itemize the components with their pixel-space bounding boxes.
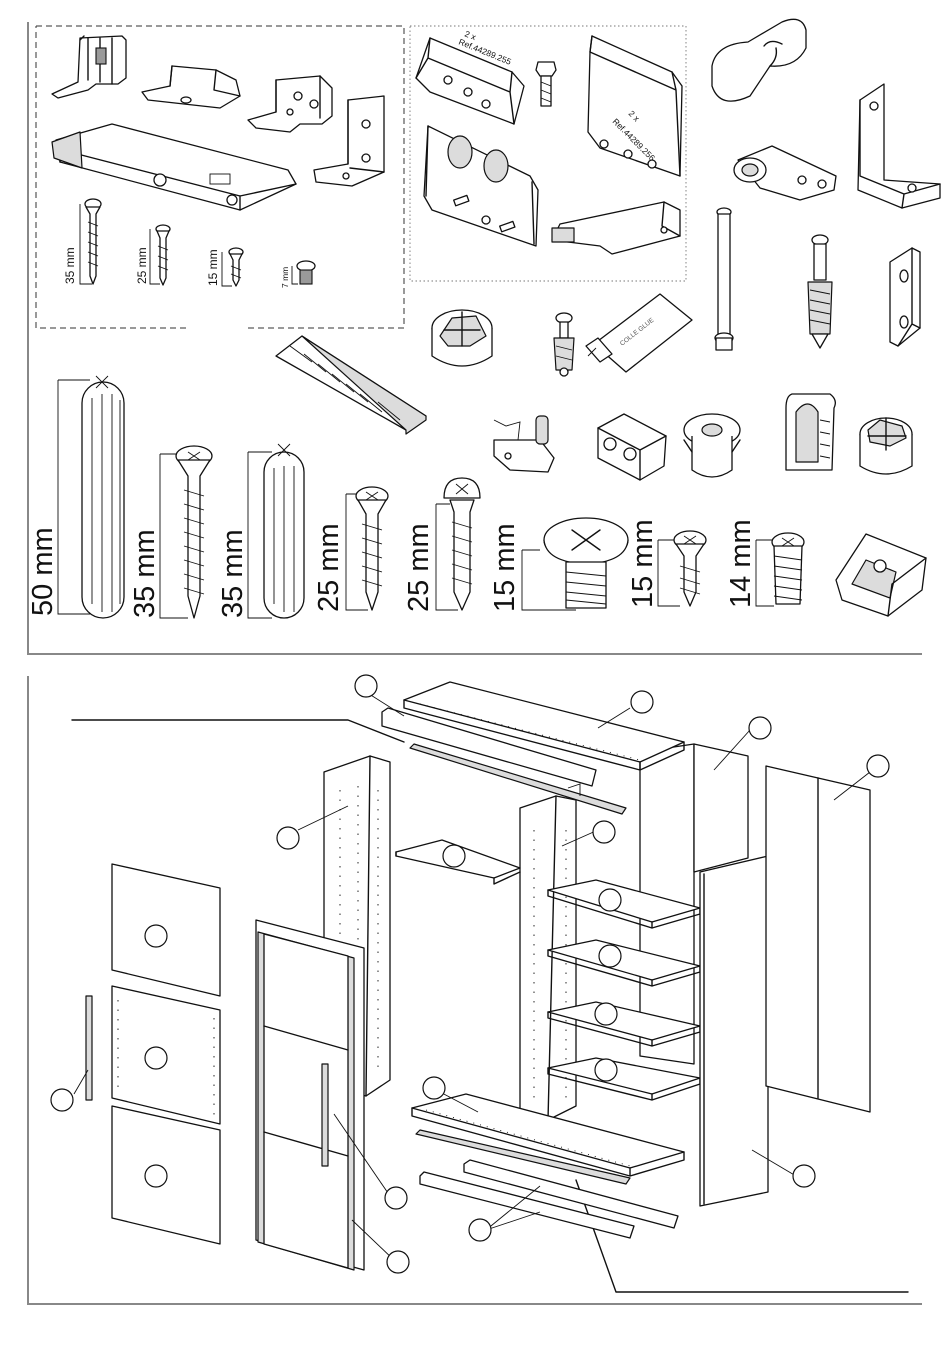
- back-panels: [766, 766, 870, 1112]
- callout-plinth: [469, 1219, 491, 1241]
- screw-25mm-a-group: 25 mm: [313, 487, 388, 612]
- hanging-hook-icon: [786, 394, 835, 470]
- mounting-plate-icon: [248, 76, 332, 132]
- kit-screw-25mm-icon: 25 mm: [135, 225, 170, 285]
- expansion-bolt-icon: [808, 235, 832, 348]
- dowel-35mm-group: 35 mm: [217, 444, 304, 618]
- callout-top-rail: [355, 675, 377, 697]
- callout-drawer-2: [145, 1047, 167, 1069]
- top-roller-bracket-icon: 2 x Ref.44289.255: [416, 29, 524, 124]
- callout-hanging-shelf: [443, 845, 465, 867]
- screw-15mm-b-group: 15 mm: [627, 519, 706, 608]
- furniture-wedges-icon: [276, 336, 426, 434]
- callout-drawer-1: [145, 925, 167, 947]
- screw-15mm-a-group: 15 mm: [489, 518, 628, 612]
- callout-drawer-3: [145, 1165, 167, 1187]
- screw-25mm-a-label: 25 mm: [313, 523, 345, 612]
- screw-35mm-a-group: 35 mm: [129, 446, 212, 618]
- kit-screw-15mm-icon: 15 mm: [206, 248, 243, 286]
- euro-screw-14mm-label: 14 mm: [725, 519, 757, 608]
- callout-sliding-door: [387, 1251, 409, 1273]
- hinge-plate-icon: [734, 146, 836, 200]
- tee-nut-icon: [684, 414, 740, 477]
- dowel-50mm-group: 50 mm: [27, 376, 124, 618]
- kit-screw-35mm-label: 35 mm: [63, 247, 77, 284]
- callout-top-panel: [631, 691, 653, 713]
- dowel-35mm-label: 35 mm: [217, 529, 249, 618]
- exploded-view-panel: [28, 675, 922, 1304]
- callout-bottom-panel: [423, 1077, 445, 1099]
- callout-shelf-2: [599, 945, 621, 967]
- soft-close-clip-icon: [52, 36, 126, 98]
- callout-drawer-handle: [51, 1089, 73, 1111]
- callout-shelf-1: [599, 889, 621, 911]
- flat-connector-plate-icon: [890, 248, 920, 346]
- cam-housing-icon: [860, 418, 912, 474]
- sliding-guide-icon: [142, 66, 240, 108]
- callout-back-panel: [867, 755, 889, 777]
- cylinder-lock-icon: [712, 19, 806, 101]
- callout-door-handle: [385, 1187, 407, 1209]
- shelf-support-icon: [494, 416, 554, 472]
- cam-lock-icon: [432, 310, 492, 366]
- drawer-handle: [86, 996, 92, 1100]
- bolt-icon: [536, 62, 556, 106]
- screw-15mm-a-label: 15 mm: [489, 523, 521, 612]
- kit-screw-35mm-icon: 35 mm: [63, 199, 101, 284]
- screw-25mm-b-label: 25 mm: [403, 523, 435, 612]
- callout-shelf-3: [595, 1003, 617, 1025]
- soft-close-damper-icon: [52, 124, 296, 210]
- screw-25mm-b-group: 25 mm: [403, 478, 480, 612]
- top-guide-bracket-icon: 2 x Ref.44289.256: [588, 36, 682, 176]
- kit-screw-15mm-label: 15 mm: [206, 249, 220, 286]
- screw-15mm-b-label: 15 mm: [627, 519, 659, 608]
- l-bracket-icon: [858, 84, 940, 208]
- connector-block-icon: [598, 414, 666, 480]
- kit-screw-7mm-icon: 7 mm: [280, 261, 315, 288]
- connecting-bolt-icon: [715, 208, 733, 350]
- kit-screw-7mm-label: 7 mm: [280, 267, 290, 288]
- corner-connector-icon: [836, 534, 926, 616]
- dowel-50mm-label: 50 mm: [27, 527, 59, 616]
- callout-left-side: [277, 827, 299, 849]
- kit-screw-25mm-label: 25 mm: [135, 247, 149, 284]
- callout-divider: [593, 821, 615, 843]
- hardware-panel: 35 mm 25 mm 15 mm 7 mm: [27, 19, 940, 654]
- callout-right-side: [793, 1165, 815, 1187]
- sliding-door: [256, 920, 364, 1270]
- bottom-guide-bracket-icon: [552, 202, 680, 254]
- plinth-rails: [420, 1160, 678, 1238]
- glue-tube-icon: COLLE GLUE: [586, 294, 692, 372]
- callout-shelf-4: [595, 1059, 617, 1081]
- screw-35mm-a-label: 35 mm: [129, 529, 161, 618]
- callout-rear-side: [749, 717, 771, 739]
- euro-screw-14mm-group: 14 mm: [725, 519, 804, 608]
- dowel-with-cam-bolt-icon: [554, 313, 574, 376]
- roller-carriage-icon: [424, 126, 538, 246]
